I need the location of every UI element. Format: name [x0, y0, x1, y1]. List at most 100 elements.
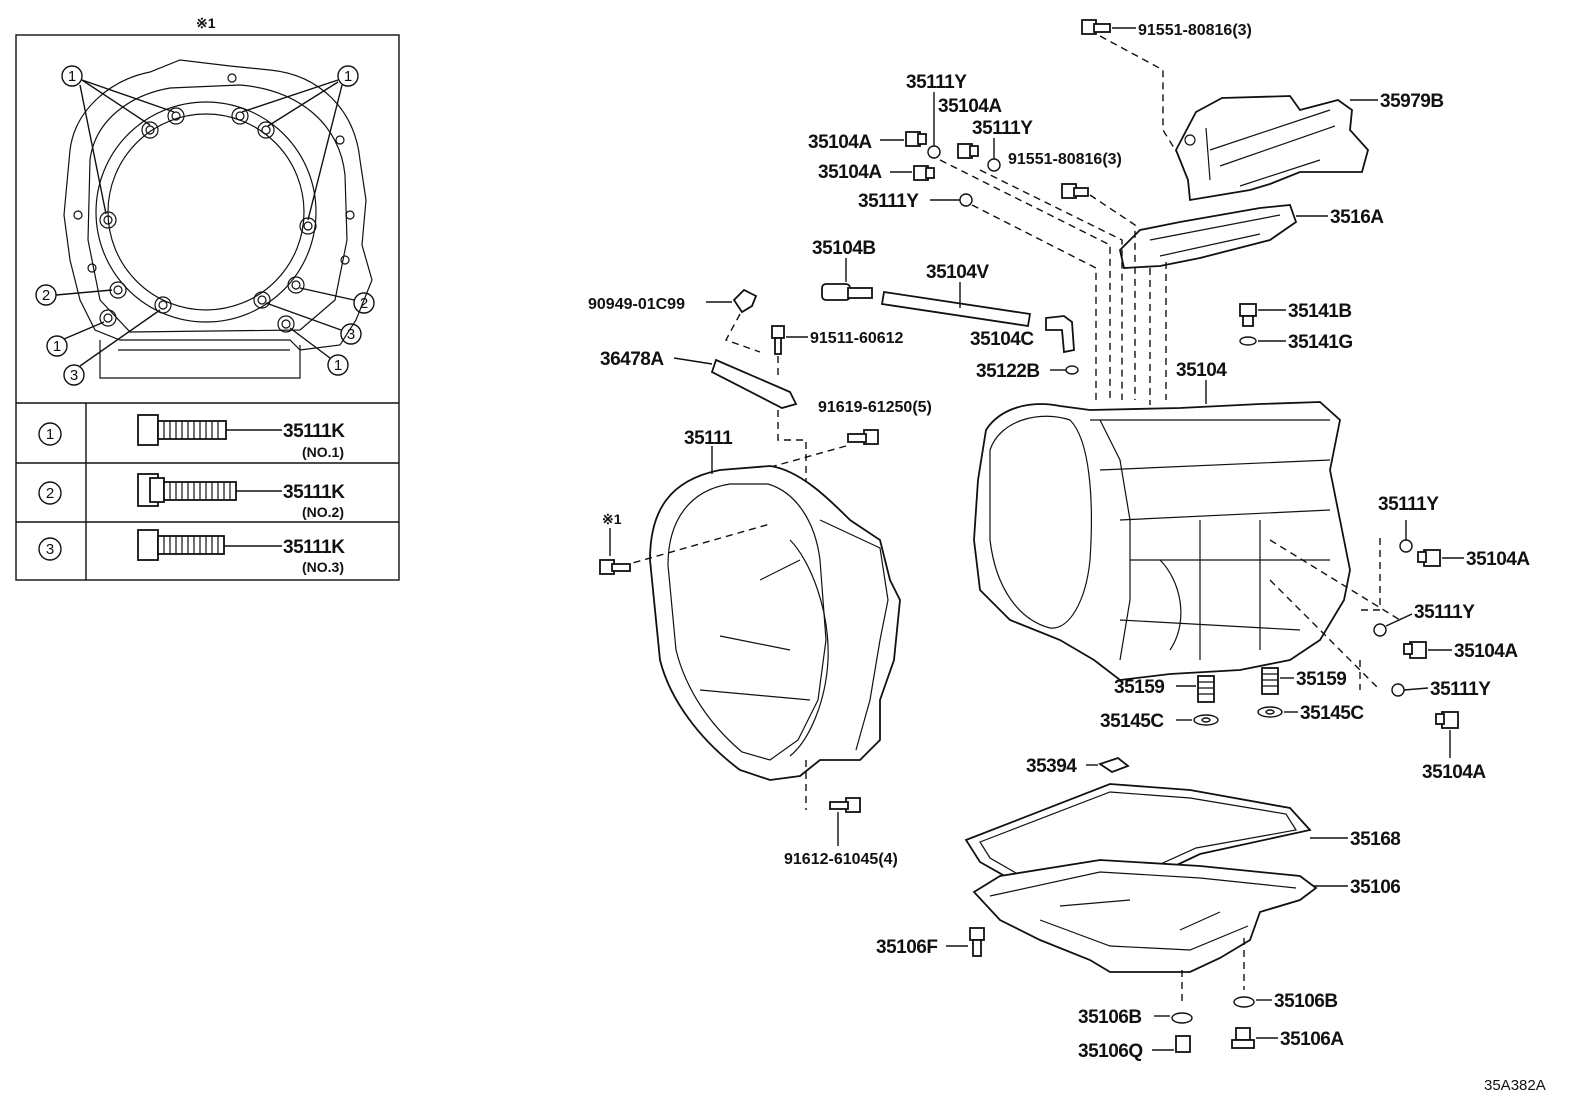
svg-text:3: 3 — [70, 367, 78, 384]
svg-text:35106B: 35106B — [1078, 1007, 1142, 1028]
diagram-code: 35A382A — [1484, 1077, 1546, 1094]
oring-35111Y-d: 35111Y — [1378, 494, 1440, 553]
svg-text:36478A: 36478A — [600, 349, 664, 370]
label-3516A: 3516A — [1330, 207, 1384, 228]
sensor-35104B: 35104B — [812, 238, 876, 301]
bolt-91619: 91619-61250(5) — [759, 399, 932, 471]
bolt-35106F: 35106F — [876, 927, 985, 958]
svg-text:2: 2 — [46, 485, 54, 502]
washer-35106B-b: 35106B — [1233, 991, 1338, 1012]
svg-text:35111Y: 35111Y — [1378, 494, 1439, 515]
svg-text:1: 1 — [46, 426, 54, 443]
bolt-row-1: 1 35111K (NO.1) — [38, 414, 346, 460]
bolt-marker-side: ※1 — [599, 511, 631, 575]
inset-callout-tr: 1 — [241, 65, 359, 221]
oring-35111Y-a: 35111Y — [906, 72, 968, 159]
bolt-91551-mid: 91551-80816(3) — [1008, 151, 1136, 400]
bracket-3516A: 3516A — [1119, 204, 1385, 269]
washer-35145C-b: 35145C — [1257, 703, 1365, 724]
svg-text:35111Y: 35111Y — [1414, 602, 1475, 623]
svg-text:90949-01C99: 90949-01C99 — [588, 296, 685, 313]
svg-text:3: 3 — [46, 541, 54, 558]
bolt-1-part: 35111K — [283, 421, 345, 442]
svg-text:35111Y: 35111Y — [858, 191, 919, 212]
inset-frame — [15, 34, 400, 581]
bolt-row-2: 2 35111K (NO.2) — [38, 473, 346, 520]
svg-text:35394: 35394 — [1026, 756, 1077, 777]
plug-35106A: 35106A — [1231, 1027, 1345, 1050]
oring-35111Y-f: 35111Y — [1391, 679, 1492, 700]
svg-text:1: 1 — [68, 68, 76, 85]
svg-text:91551-80816(3): 91551-80816(3) — [1008, 151, 1122, 168]
bolt-2-note: (NO.2) — [302, 504, 344, 520]
svg-text:35122B: 35122B — [976, 361, 1040, 382]
gasket-35141G: 35141G — [1239, 332, 1353, 353]
inset-callout-r1b: 1 — [289, 327, 349, 376]
svg-text:35104A: 35104A — [1454, 641, 1518, 662]
plug-35104A-a: 35104A — [808, 131, 927, 153]
svg-text:35104A: 35104A — [938, 96, 1002, 117]
bolt-91612: 91612-61045(4) — [784, 797, 898, 868]
inset-callout-r3: 3 — [265, 302, 362, 345]
svg-text:35159: 35159 — [1296, 669, 1346, 690]
svg-text:35104A: 35104A — [808, 132, 872, 153]
inset-callout-r2: 2 — [299, 287, 375, 314]
sleeve-35159-b: 35159 — [1261, 667, 1347, 695]
bolt-1-note: (NO.1) — [302, 444, 344, 460]
inset-callout-tl: 1 — [61, 65, 175, 215]
bolt-row-3: 3 35111K (NO.3) — [38, 529, 346, 575]
svg-text:35104: 35104 — [1176, 360, 1227, 381]
svg-text:35106: 35106 — [1350, 877, 1400, 898]
svg-text:35111Y: 35111Y — [1430, 679, 1491, 700]
svg-text:35141G: 35141G — [1288, 332, 1353, 353]
svg-text:2: 2 — [360, 295, 368, 312]
plate-36478A: 36478A — [600, 349, 807, 488]
elbow-35104C: 35104C — [970, 315, 1075, 354]
plug-35104A-c: 35104A — [818, 162, 935, 183]
svg-text:91619-61250(5): 91619-61250(5) — [818, 399, 932, 416]
svg-text:35111: 35111 — [684, 428, 733, 449]
svg-text:35106B: 35106B — [1274, 991, 1338, 1012]
filter-35394: 35394 — [1026, 756, 1130, 777]
svg-text:1: 1 — [344, 68, 352, 85]
svg-text:35104A: 35104A — [1422, 762, 1486, 783]
svg-text:35104C: 35104C — [970, 329, 1034, 350]
label-35979B: 35979B — [1380, 91, 1444, 112]
oring-35111Y-b: 35111Y — [972, 118, 1034, 172]
svg-text:1: 1 — [53, 338, 61, 355]
housing-35111: 35111 — [621, 428, 901, 810]
bolt-91551-top: 91551-80816(3) — [1081, 19, 1252, 191]
inset-panel: ※1 — [15, 15, 400, 581]
svg-text:35145C: 35145C — [1100, 711, 1164, 732]
plug-35106Q: 35106Q — [1078, 1035, 1191, 1062]
svg-text:※1: ※1 — [602, 511, 622, 527]
svg-text:3: 3 — [347, 326, 355, 343]
svg-text:35104A: 35104A — [1466, 549, 1530, 570]
bolt-3-part: 35111K — [283, 537, 345, 558]
shaft-35104V: 35104V — [880, 262, 1032, 328]
inset-callout-l1b: 1 — [46, 321, 105, 357]
svg-text:35104V: 35104V — [926, 262, 989, 283]
label-91551-80816-top: 91551-80816(3) — [1138, 22, 1252, 39]
sleeve-35159-a: 35159 — [1114, 675, 1215, 703]
washer-35145C-a: 35145C — [1100, 711, 1219, 732]
inset-housing-drawing — [63, 59, 373, 379]
clip-90949: 90949-01C99 — [588, 288, 761, 353]
svg-text:35106Q: 35106Q — [1078, 1041, 1143, 1062]
svg-text:35159: 35159 — [1114, 677, 1164, 698]
bolt-2-part: 35111K — [283, 482, 345, 503]
oring-35122B: 35122B — [976, 361, 1079, 382]
svg-text:91612-61045(4): 91612-61045(4) — [784, 851, 898, 868]
svg-text:35106A: 35106A — [1280, 1029, 1344, 1050]
oring-35111Y-c: 35111Y — [858, 191, 973, 212]
washer-35106B-a: 35106B — [1078, 1007, 1193, 1028]
svg-text:35104A: 35104A — [818, 162, 882, 183]
svg-text:35145C: 35145C — [1300, 703, 1364, 724]
bracket-35979B: 35979B — [1175, 91, 1444, 202]
case-35104: 35104 — [973, 360, 1401, 691]
svg-text:35111Y: 35111Y — [972, 118, 1033, 139]
svg-text:35106F: 35106F — [876, 937, 937, 958]
svg-text:1: 1 — [334, 357, 342, 374]
svg-text:35104B: 35104B — [812, 238, 876, 259]
